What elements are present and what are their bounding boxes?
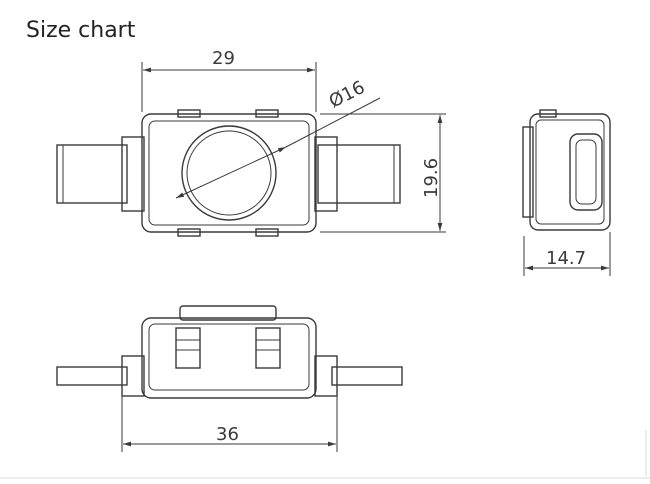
width-label: 29 [212, 48, 235, 69]
side-view: 14.7 [522, 109, 611, 276]
depth-label: 14.7 [546, 248, 586, 269]
front-view: 36 [56, 305, 403, 452]
page-title: Size chart [26, 18, 136, 43]
top-view: Ø16 29 19.6 [56, 48, 446, 237]
length-label: 36 [216, 424, 239, 445]
height-label: 19.6 [421, 158, 442, 198]
